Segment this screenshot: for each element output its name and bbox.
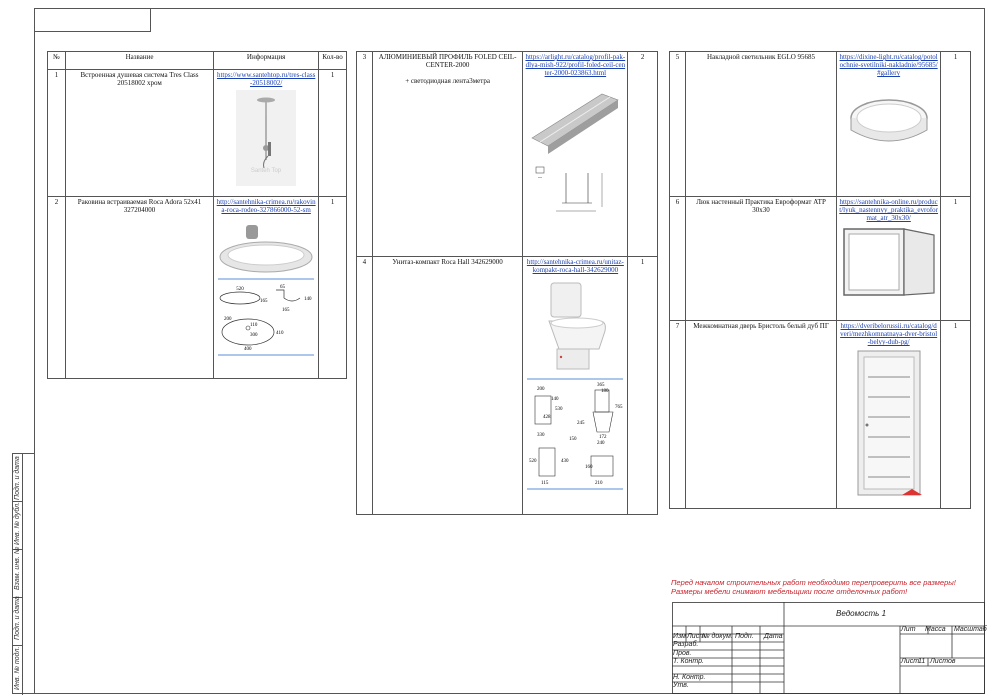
lit-label: Лит [901, 626, 916, 633]
role-razrab: Разраб. [673, 641, 699, 648]
item-name: Раковина встраиваемая Roca Adora 52х41 3… [64, 196, 215, 379]
table-row: 2 Раковина встраиваемая Roca Adora 52х41… [47, 196, 347, 379]
svg-text:172: 172 [599, 435, 607, 440]
svg-text:410: 410 [276, 331, 284, 336]
title-block [672, 602, 985, 694]
profile-section-drawing: ~~ [536, 166, 603, 212]
item-name: Межкомнатная дверь Бристоль белый дуб ПГ [684, 320, 838, 509]
sheet-label: Лист [901, 658, 920, 665]
svg-text:245: 245 [577, 421, 585, 426]
header-num: № [47, 51, 66, 70]
svg-text:Santeh Top: Santeh Top [251, 168, 282, 174]
item-link[interactable]: https://arlight.ru/catalog/profil-pak-dl… [525, 53, 626, 78]
header-name: Название [64, 51, 215, 70]
svg-text:365: 365 [597, 383, 605, 388]
svg-text:300: 300 [250, 333, 258, 338]
role-prov: Пров. [673, 650, 692, 657]
svg-text:140: 140 [304, 297, 312, 302]
svg-text:530: 530 [555, 407, 563, 412]
warning-note-2: Размеры мебели снимают мебельщики после … [671, 587, 908, 596]
svg-text:210: 210 [595, 481, 603, 486]
item-link[interactable]: https://santehnika-online.ru/product/lyu… [839, 198, 939, 223]
svg-text:110: 110 [250, 323, 258, 328]
svg-text:765: 765 [615, 405, 623, 410]
scale-label: Масштаб [954, 626, 987, 633]
side-label-vzam-inv: Взам. инв. № [14, 546, 21, 590]
toilet-image [548, 282, 607, 370]
role-utv: Утв. [673, 682, 689, 689]
header-info: Информация [213, 51, 320, 70]
drawing-frame [34, 8, 985, 694]
item-link[interactable]: http://santehnika-crimea.ru/unitaz-kompa… [526, 258, 624, 275]
warning-note-1: Перед началом строительных работ необход… [671, 578, 956, 587]
role-n-kontr: Н. Контр. [673, 674, 706, 681]
svg-text:428: 428 [543, 415, 551, 420]
table-row: 6 Люк настенный Практика Евроформат АТР … [669, 196, 971, 321]
item-link[interactable]: https://dveribelorussii.ru/catalog/dveri… [840, 322, 938, 347]
side-label-podp-data-2: Подп. и дата [14, 456, 21, 500]
svg-text:400: 400 [244, 347, 252, 352]
svg-text:200: 200 [537, 387, 545, 392]
col-doc-num: № докум. [702, 633, 733, 640]
col-data: Дата [764, 633, 783, 640]
access-hatch-image [842, 228, 935, 296]
profile-image [531, 93, 620, 155]
svg-text:240: 240 [597, 441, 605, 446]
spec-table-1: № Название Информация Кол-во 1 Встроенна… [47, 51, 347, 379]
svg-text:200: 200 [224, 317, 232, 322]
item-name: Люк настенный Практика Евроформат АТР 30… [684, 196, 838, 321]
side-label-inv-dubl: Инв. № дубл. [14, 501, 21, 545]
item-extra: + светодиодная лента3метра [405, 77, 491, 86]
sheets-label: Листов [930, 658, 956, 665]
basin-image [219, 225, 313, 273]
top-left-stamp-box [34, 8, 151, 32]
door-image [857, 350, 922, 496]
col-list: Лист [687, 633, 706, 640]
mass-label: Масса [925, 626, 946, 633]
basin-dimensions-drawing: 520 165 65 140 165 200 110 300 410 400 [218, 278, 315, 356]
svg-text:~~: ~~ [538, 175, 543, 180]
sheet-number: 11 [918, 658, 926, 665]
svg-text:165: 165 [282, 308, 290, 313]
ceiling-light-image [849, 99, 928, 142]
svg-text:180: 180 [601, 389, 609, 394]
item-link[interactable]: https://www.santehtop.ru/tres-class-2051… [216, 71, 316, 88]
item-name: Унитаз-компакт Roca Hall 342629000 [371, 256, 524, 515]
col-izm: Изм [673, 633, 686, 640]
item-name: Накладной светильник EGLO 95685 [684, 51, 838, 197]
toilet-dimensions-drawing: 200 140 365 180 530 765 428 245 172 240 … [527, 378, 624, 490]
svg-text:430: 430 [561, 459, 569, 464]
sheet-title: Ведомость 1 [836, 609, 887, 618]
svg-text:115: 115 [541, 481, 549, 486]
svg-text:65: 65 [280, 285, 286, 290]
svg-text:330: 330 [537, 433, 545, 438]
table-row: 5 Накладной светильник EGLO 95685 https:… [669, 51, 971, 197]
header-qty: Кол-во [318, 51, 347, 70]
table-row: 3 АЛЮМИНИЕВЫЙ ПРОФИЛЬ FOLED CEIL-CENTER-… [356, 51, 658, 257]
side-label-podp-data-1: Подп. и дата [14, 596, 21, 640]
table-row: 4 Унитаз-компакт Roca Hall 342629000 htt… [356, 256, 658, 515]
spec-table-2: 3 АЛЮМИНИЕВЫЙ ПРОФИЛЬ FOLED CEIL-CENTER-… [356, 51, 658, 515]
item-name: АЛЮМИНИЕВЫЙ ПРОФИЛЬ FOLED CEIL-CENTER-20… [378, 53, 517, 70]
shower-system-image: Santeh Top [236, 90, 297, 187]
svg-text:140: 140 [551, 397, 559, 402]
svg-text:165: 165 [260, 299, 268, 304]
table-row: 1 Встроенная душевая система Tres Class … [47, 69, 347, 197]
item-name: Встроенная душевая система Tres Class 20… [64, 69, 215, 197]
left-binding-strip [12, 453, 34, 695]
item-link[interactable]: https://dixine-light.ru/catalog/potoloch… [839, 53, 938, 78]
item-link[interactable]: http://santehnika-crimea.ru/rakovina-roc… [216, 198, 316, 215]
role-t-kontr: Т. Контр. [673, 658, 705, 665]
table-row: 7 Межкомнатная дверь Бристоль белый дуб … [669, 320, 971, 509]
spec-table-3: 5 Накладной светильник EGLO 95685 https:… [669, 51, 971, 509]
svg-text:520: 520 [529, 459, 537, 464]
svg-text:520: 520 [236, 287, 244, 292]
col-podp: Подп. [735, 633, 754, 640]
svg-text:150: 150 [569, 437, 577, 442]
svg-text:160: 160 [585, 465, 593, 470]
side-label-inv-podl: Инв. № подл. [14, 646, 21, 690]
